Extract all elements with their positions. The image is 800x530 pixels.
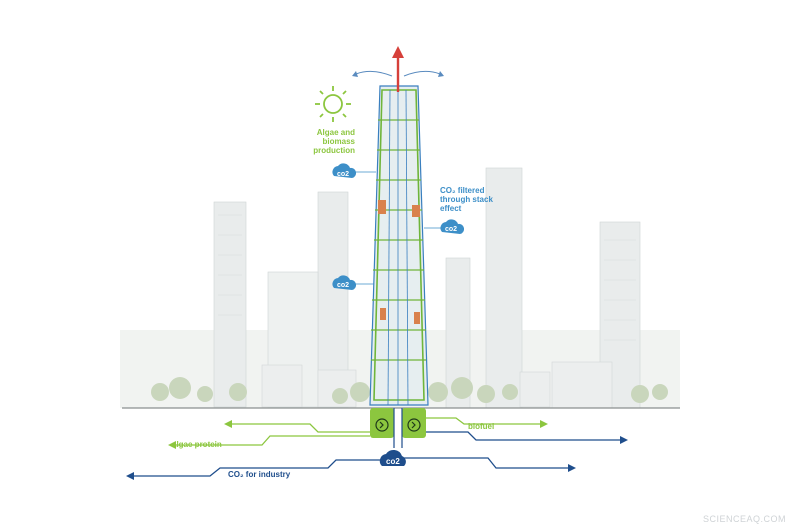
co2-cloud-icon: co2 bbox=[379, 449, 406, 466]
exhaust-arrow-icon bbox=[352, 46, 444, 92]
co2-cloud-icon: co2 bbox=[440, 219, 465, 234]
low-buildings bbox=[261, 361, 613, 409]
tower-left-1 bbox=[213, 201, 247, 408]
svg-text:co2: co2 bbox=[445, 226, 457, 233]
co2-cloud-icon: co2 bbox=[332, 163, 357, 178]
recycle-icon bbox=[370, 408, 394, 438]
trees bbox=[151, 377, 668, 404]
algae-protein-label: algae protein bbox=[172, 440, 222, 449]
co2-cloud-icon: co2 bbox=[332, 275, 357, 290]
main-tower bbox=[369, 85, 429, 406]
svg-text:co2: co2 bbox=[386, 457, 400, 466]
sun-icon bbox=[315, 86, 351, 122]
svg-text:co2: co2 bbox=[337, 282, 349, 289]
algae-production-label: Algae and biomass production bbox=[313, 128, 355, 155]
svg-text:co2: co2 bbox=[337, 171, 349, 178]
algae-protein-flow bbox=[168, 420, 370, 449]
recycle-icon bbox=[402, 408, 426, 438]
biofuel-flow bbox=[426, 417, 548, 428]
biofuel-label: biofuel bbox=[468, 422, 495, 431]
co2-filtered-label: CO₂ filtered through stack effect bbox=[440, 186, 493, 213]
co2-industry-label: CO₂ for industry bbox=[228, 470, 291, 479]
watermark: SCIENCEAQ.COM bbox=[702, 514, 786, 524]
co2-industry-flow bbox=[126, 431, 628, 480]
